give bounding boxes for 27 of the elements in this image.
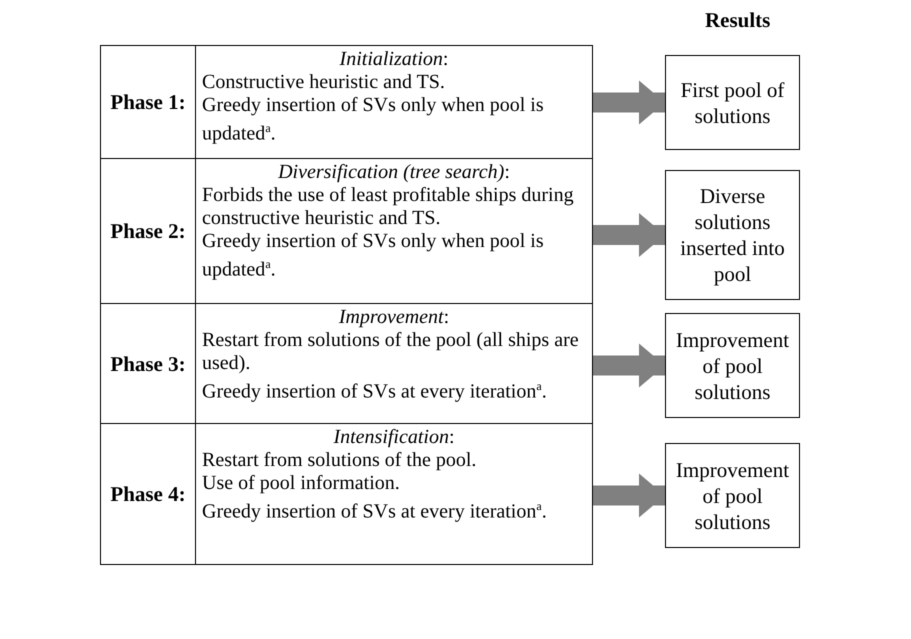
description-text: Greedy insertion of SVs only when pool is updated$^{a}$. [202, 94, 545, 146]
description-text: Greedy insertion of SVs at every iteration$^{a}$. [202, 378, 548, 404]
column-header: Results [705, 8, 770, 33]
result-box: First pool of solutions [665, 55, 800, 150]
block-arrow [593, 474, 665, 518]
phase-label: Phase 4: [101, 424, 196, 564]
result-box: Diverse solutions inserted into pool [665, 170, 800, 300]
result-box: Improvement of pool solutions [665, 313, 800, 418]
block-arrow [593, 80, 665, 124]
block-arrow [593, 344, 665, 388]
description-text: Restart from solutions of the pool. [202, 449, 478, 472]
description-text: Constructive heuristic and TS. [202, 71, 446, 94]
phase-row [100, 423, 593, 565]
phase-row [100, 158, 593, 305]
phase-title: Diversification (tree search): [277, 161, 511, 184]
description-text: Forbids the use of least profitable ships during constructive heuristic and TS. [202, 184, 575, 230]
phase-row [100, 45, 593, 160]
phase-title: Initialization: [338, 48, 450, 71]
result-box: Improvement of pool solutions [665, 443, 800, 548]
description-text: Restart from solutions of the pool (all ships are used). [202, 329, 580, 375]
phase-title: Improvement: [338, 306, 450, 329]
description-text: Use of pool information. [202, 472, 401, 495]
description-text: Greedy insertion of SVs at every iteration$^{a}$. [202, 498, 548, 524]
description-text: Greedy insertion of SVs only when pool is updated$^{a}$. [202, 230, 545, 282]
phase-row [100, 303, 593, 425]
block-arrow [593, 213, 665, 257]
phase-title: Intensification: [332, 426, 456, 449]
